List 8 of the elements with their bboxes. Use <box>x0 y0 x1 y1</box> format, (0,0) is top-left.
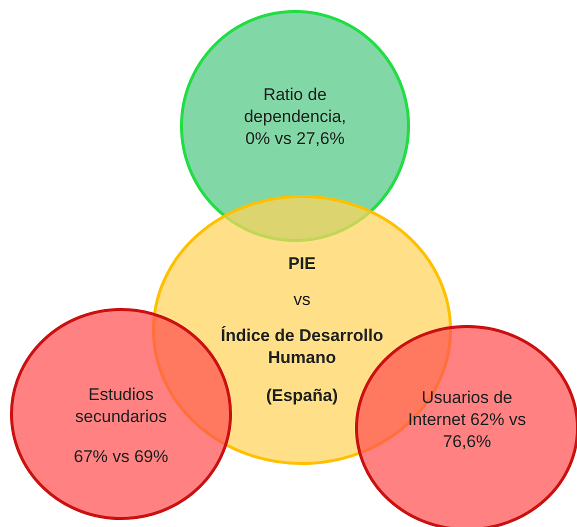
node-text: (España) <box>265 385 339 407</box>
node-text: Estudios secundarios <box>74 384 168 428</box>
node-text: PIE <box>287 253 317 275</box>
node-text: vs <box>292 289 312 311</box>
node-text: 67% vs 69% <box>72 446 170 468</box>
node-text: Usuarios de Internet 62% vs 76,6% <box>406 387 528 454</box>
node-text: Ratio de dependencia, 0% vs 27,6% <box>242 84 348 150</box>
node-text: Índice de Desarrollo Humano <box>220 325 384 370</box>
